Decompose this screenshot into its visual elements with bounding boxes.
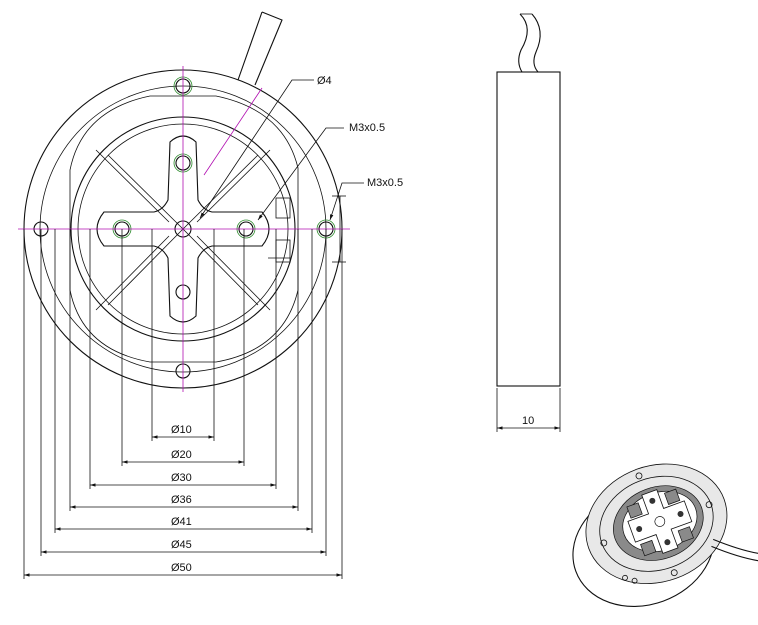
dim-d10: Ø10 bbox=[171, 424, 192, 436]
dim-d45: Ø45 bbox=[171, 539, 192, 551]
callout-hole-diameter: Ø4 bbox=[317, 75, 332, 87]
callout-thread-2: M3x0.5 bbox=[367, 177, 403, 189]
spokes bbox=[95, 149, 271, 311]
hub-cross bbox=[96, 135, 270, 323]
dim-d36: Ø36 bbox=[171, 494, 192, 506]
front-view: Ø4 M3x0.5 M3x0.5 bbox=[18, 11, 403, 579]
center-lines bbox=[18, 66, 350, 392]
dim-d20: Ø20 bbox=[171, 449, 192, 461]
dim-d41: Ø41 bbox=[171, 516, 192, 528]
cable-front bbox=[237, 11, 283, 86]
dim-thickness: 10 bbox=[522, 415, 534, 427]
cable-side bbox=[518, 13, 541, 73]
body-side bbox=[496, 71, 561, 387]
extension-lines bbox=[23, 229, 343, 579]
isometric-view bbox=[572, 463, 758, 607]
dim-d50: Ø50 bbox=[171, 562, 192, 574]
dim-d30: Ø30 bbox=[171, 472, 192, 484]
dimension-lines bbox=[24, 435, 342, 577]
callout-thread-1: M3x0.5 bbox=[349, 122, 385, 134]
leader-lines bbox=[199, 79, 364, 221]
side-view: 10 bbox=[496, 13, 561, 432]
